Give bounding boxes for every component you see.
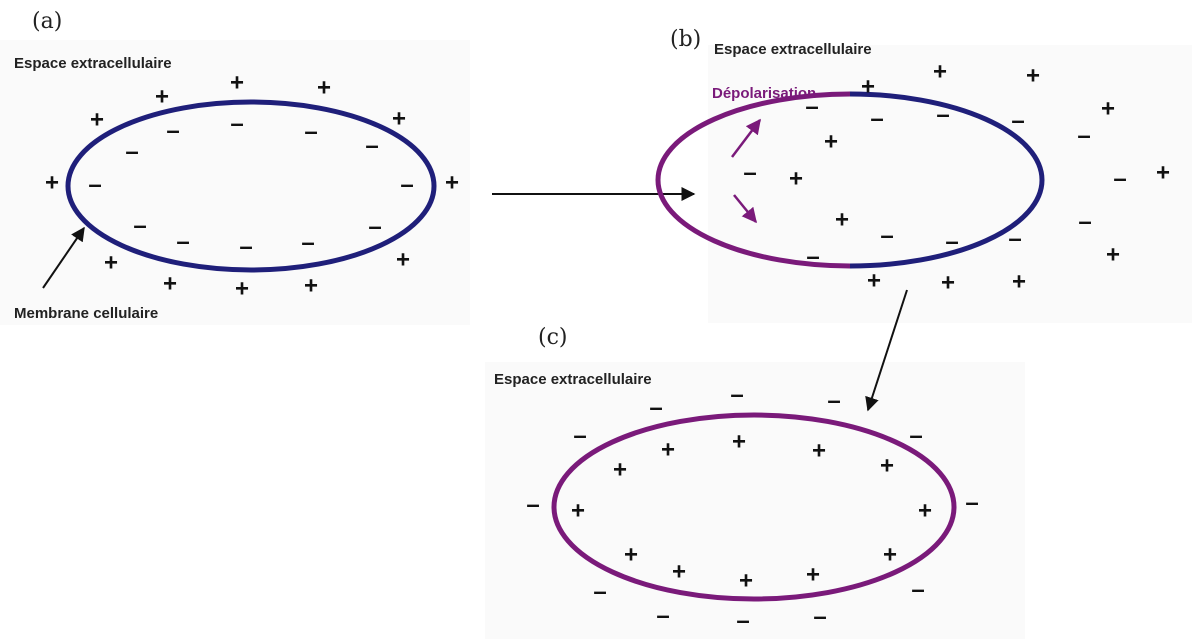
panel-c-background xyxy=(485,362,1025,639)
negative-charge: – xyxy=(945,228,958,255)
positive-charge: + xyxy=(835,206,849,233)
panel-b: (b) Espace extracellulaire Dépolarisatio… xyxy=(655,27,1170,296)
negative-charge: – xyxy=(880,222,893,249)
negative-charge: – xyxy=(1078,208,1091,235)
negative-charge: – xyxy=(304,118,317,145)
panel-c-membrane xyxy=(551,412,957,602)
positive-charge: + xyxy=(1012,268,1026,295)
panel-a-region-label: Espace extracellulaire xyxy=(14,55,172,72)
negative-charge: – xyxy=(1077,122,1090,149)
negative-charge: – xyxy=(368,213,381,240)
depolarization-label: Dépolarisation xyxy=(712,85,816,102)
negative-charge: – xyxy=(649,394,662,421)
negative-charge: – xyxy=(400,171,413,198)
negative-charge: – xyxy=(166,117,179,144)
panel-b-label: (b) xyxy=(670,27,701,52)
negative-charge: – xyxy=(870,105,883,132)
depolarization-arrow-icon xyxy=(733,194,757,224)
negative-charge: – xyxy=(573,422,586,449)
negative-charge: – xyxy=(593,578,606,605)
positive-charge: + xyxy=(392,105,406,132)
positive-charge: + xyxy=(317,74,331,101)
positive-charge: + xyxy=(624,541,638,568)
negative-charge: – xyxy=(526,491,539,518)
positive-charge: + xyxy=(880,452,894,479)
positive-charge: + xyxy=(396,246,410,273)
positive-charge: + xyxy=(1026,62,1040,89)
positive-charge: + xyxy=(1106,241,1120,268)
negative-charge: – xyxy=(965,489,978,516)
positive-charge: + xyxy=(933,58,947,85)
positive-charge: + xyxy=(163,270,177,297)
positive-charge: + xyxy=(806,561,820,588)
positive-charge: + xyxy=(732,428,746,455)
negative-charge: – xyxy=(805,93,818,120)
negative-charge: – xyxy=(239,233,252,260)
negative-charge: – xyxy=(736,607,749,634)
panel-a-membrane xyxy=(65,99,437,273)
positive-charge: + xyxy=(155,83,169,110)
positive-charge: + xyxy=(824,128,838,155)
negative-charge: – xyxy=(1113,165,1126,192)
panel-a-label: (a) xyxy=(32,9,62,34)
negative-charge: – xyxy=(813,603,826,630)
panel-a-membrane-label: Membrane cellulaire xyxy=(14,305,158,322)
positive-charge: + xyxy=(304,272,318,299)
positive-charge: + xyxy=(861,73,875,100)
negative-charge: – xyxy=(730,381,743,408)
positive-charge: + xyxy=(812,437,826,464)
negative-charge: – xyxy=(230,110,243,137)
negative-charge: – xyxy=(301,229,314,256)
panel-c-label: (c) xyxy=(538,325,568,350)
negative-charge: – xyxy=(743,159,756,186)
positive-charge: + xyxy=(661,436,675,463)
panel-c-region-label: Espace extracellulaire xyxy=(494,371,652,388)
negative-charge: – xyxy=(88,171,101,198)
panel-a: (a) Espace extracellulaire ++++++++++++–… xyxy=(14,9,459,322)
pointer-arrow-icon xyxy=(42,226,85,289)
negative-charge: – xyxy=(133,212,146,239)
panel-b-charges: +++++++++––––––––––––+++ xyxy=(743,58,1170,296)
panel-b-region-label: Espace extracellulaire xyxy=(714,41,872,58)
negative-charge: – xyxy=(365,132,378,159)
positive-charge: + xyxy=(739,567,753,594)
positive-charge: + xyxy=(789,165,803,192)
positive-charge: + xyxy=(104,249,118,276)
panel-b-background xyxy=(708,45,1192,323)
positive-charge: + xyxy=(571,497,585,524)
positive-charge: + xyxy=(613,456,627,483)
negative-charge: – xyxy=(1011,107,1024,134)
panel-a-background xyxy=(0,40,470,325)
negative-charge: – xyxy=(827,387,840,414)
negative-charge: – xyxy=(1008,225,1021,252)
arrow-down-icon xyxy=(865,289,908,412)
positive-charge: + xyxy=(672,558,686,585)
negative-charge: – xyxy=(909,422,922,449)
negative-charge: – xyxy=(176,228,189,255)
panel-b-membrane-depolarized xyxy=(655,91,851,269)
panel-c: (c) Espace extracellulaire ––––––––––––+… xyxy=(494,325,979,634)
positive-charge: + xyxy=(941,269,955,296)
panel-c-charges: ––––––––––––++++++++++++ xyxy=(526,381,978,634)
positive-charge: + xyxy=(1156,159,1170,186)
negative-charge: – xyxy=(806,243,819,270)
negative-charge: – xyxy=(656,602,669,629)
positive-charge: + xyxy=(883,541,897,568)
positive-charge: + xyxy=(918,497,932,524)
panel-a-charges: ++++++++++++–––––––––––– xyxy=(45,69,459,302)
positive-charge: + xyxy=(445,169,459,196)
positive-charge: + xyxy=(90,106,104,133)
positive-charge: + xyxy=(230,69,244,96)
positive-charge: + xyxy=(235,275,249,302)
depolarization-arrow-icon xyxy=(731,118,761,158)
negative-charge: – xyxy=(936,101,949,128)
positive-charge: + xyxy=(1101,95,1115,122)
panel-b-membrane-resting xyxy=(849,91,1045,269)
positive-charge: + xyxy=(45,169,59,196)
negative-charge: – xyxy=(125,138,138,165)
negative-charge: – xyxy=(911,576,924,603)
positive-charge: + xyxy=(867,267,881,294)
